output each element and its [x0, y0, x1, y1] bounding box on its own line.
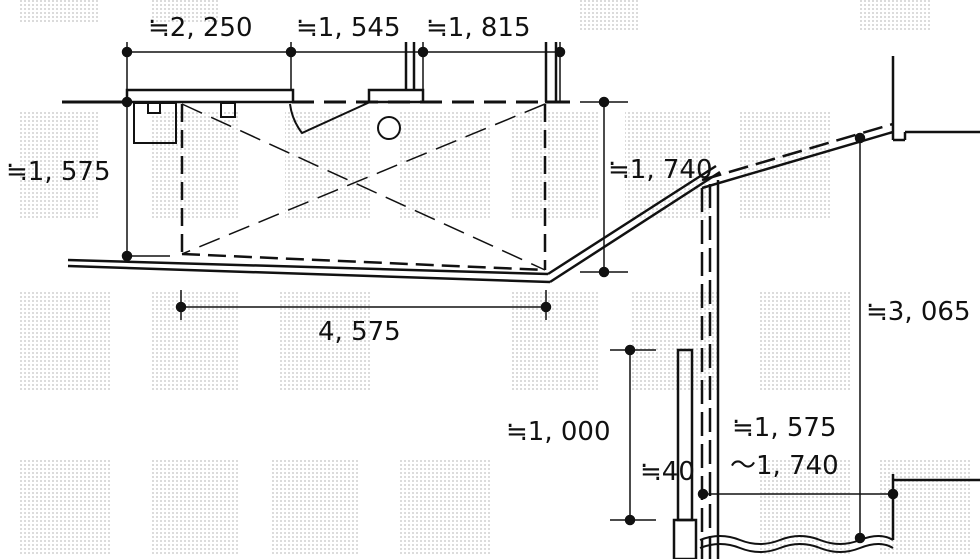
dim-clear-height-max: ～1, 740 — [730, 451, 839, 481]
dim-side-height: ≒3, 065 — [866, 297, 971, 327]
watermark-glyph — [760, 460, 850, 555]
watermark-glyph — [630, 290, 720, 390]
dim-post-width: ≒40 — [640, 457, 695, 487]
roof-slope — [701, 122, 894, 182]
dim-dot — [121, 46, 133, 58]
watermark-glyph — [20, 110, 100, 220]
dim-dot — [598, 266, 610, 278]
dim-post-height: ≒1, 000 — [506, 417, 611, 447]
dim-bottom-length: 4, 575 — [318, 317, 401, 347]
watermark-glyph — [270, 460, 360, 555]
dashed-bottom — [181, 252, 546, 272]
watermark-glyph — [400, 110, 490, 220]
dim-dot — [121, 96, 133, 108]
dim-dot — [854, 132, 866, 144]
dim-left-height: ≒1, 575 — [6, 157, 111, 187]
dim-dot — [887, 488, 899, 500]
dim-dot — [417, 46, 429, 58]
wedge-curve — [289, 101, 371, 135]
motor-box-inner — [147, 102, 161, 114]
watermark-glyph — [150, 460, 240, 555]
dim-dot — [854, 532, 866, 544]
dim-right-height: ≒1, 740 — [608, 155, 713, 185]
watermark-glyph — [150, 0, 220, 22]
dimension-lines — [121, 42, 628, 320]
dim-dot — [540, 301, 552, 313]
watermark-glyph — [760, 290, 850, 390]
drain-circle — [377, 116, 401, 140]
dim-dot — [598, 96, 610, 108]
watermark-glyph — [20, 460, 110, 555]
watermark — [20, 0, 970, 555]
dim-top-right-width: ≒1, 815 — [426, 13, 531, 43]
dim-dot — [624, 514, 636, 526]
dim-dot — [285, 46, 297, 58]
plan-view — [62, 42, 721, 284]
dim-dot — [175, 301, 187, 313]
diagonal — [181, 103, 546, 255]
watermark-glyph — [580, 0, 640, 30]
ground-line — [699, 543, 894, 553]
watermark-glyph — [860, 0, 930, 30]
left-box-outer — [125, 88, 295, 104]
watermark-glyph — [880, 460, 970, 555]
dim-clear-height-min: ≒1, 575 — [732, 413, 837, 443]
watermark-glyph — [400, 460, 490, 555]
small-bracket — [220, 102, 236, 118]
watermark-glyph — [740, 110, 830, 220]
arm-line — [549, 170, 721, 284]
dim-dot — [697, 488, 709, 500]
gutter-line — [67, 264, 551, 284]
watermark-glyph — [150, 290, 240, 390]
side-dimension-lines — [610, 132, 899, 544]
dim-top-mid-width: ≒1, 545 — [296, 13, 401, 43]
dim-dot — [554, 46, 566, 58]
dim-top-left-width: ≒2, 250 — [148, 13, 253, 43]
watermark-glyph — [20, 0, 100, 22]
dim-dot — [624, 344, 636, 356]
watermark-glyph — [20, 290, 110, 390]
gutter-line — [67, 258, 549, 276]
diagonal — [181, 103, 546, 271]
watermark-glyph — [150, 110, 240, 220]
watermark-glyph — [510, 290, 600, 390]
post-base — [672, 518, 698, 559]
watermark-glyph — [625, 110, 710, 220]
watermark-glyph — [510, 110, 600, 220]
arm-line — [547, 164, 717, 276]
right-top-box — [367, 88, 425, 104]
